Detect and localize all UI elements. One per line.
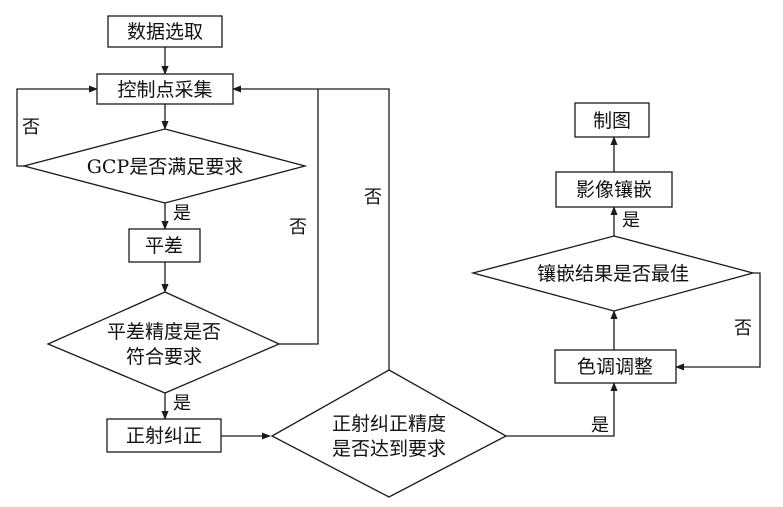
label-no-adjust: 否 [289, 217, 307, 238]
node-color-adjust: 色调调整 [554, 349, 677, 384]
connectors [16, 47, 761, 440]
label-no-ortho: 否 [364, 187, 382, 208]
label-no-gcp: 否 [22, 117, 40, 138]
edge-ortho-no-loop [232, 85, 390, 370]
node-ortho-check-line1: 正射纠正精度 [332, 413, 446, 435]
node-adjust-label: 平差 [145, 235, 183, 257]
node-mapping: 制图 [574, 102, 650, 138]
node-adjust: 平差 [128, 228, 201, 263]
node-gcp-collect-label: 控制点采集 [117, 79, 212, 101]
node-mapping-label: 制图 [593, 110, 631, 132]
node-mosaic-check-label: 镶嵌结果是否最佳 [537, 263, 689, 285]
label-yes-gcp: 是 [173, 203, 191, 224]
node-ortho-check-line2: 是否达到要求 [332, 438, 446, 460]
label-no-mosaic: 否 [734, 318, 752, 339]
label-yes-adjust: 是 [173, 393, 191, 414]
node-ortho-label: 正射纠正 [126, 425, 202, 447]
node-ortho: 正射纠正 [106, 418, 222, 453]
node-gcp-check: GCP是否满足要求 [21, 128, 308, 204]
node-gcp-check-label: GCP是否满足要求 [87, 156, 244, 178]
node-gcp-collect: 控制点采集 [96, 73, 234, 105]
node-mosaic: 影像镶嵌 [555, 171, 673, 208]
label-yes-ortho: 是 [591, 415, 609, 436]
edge-mosaic-no-loop [675, 272, 761, 371]
edge-ortho-yes [506, 382, 618, 437]
node-mosaic-label: 影像镶嵌 [576, 179, 652, 201]
node-ortho-check: 正射纠正精度 是否达到要求 [270, 369, 508, 498]
node-adjust-check-line2: 符合要求 [126, 346, 202, 368]
node-adjust-check-line1: 平差精度是否 [107, 321, 221, 343]
node-mosaic-check: 镶嵌结果是否最佳 [470, 235, 756, 312]
node-data-select-label: 数据选取 [127, 21, 203, 43]
label-yes-mosaic: 是 [622, 210, 640, 231]
edge-gcp-no-loop [16, 85, 98, 167]
node-adjust-check: 平差精度是否 符合要求 [46, 291, 281, 394]
node-color-adjust-label: 色调调整 [577, 356, 653, 378]
node-data-select: 数据选取 [107, 15, 223, 48]
edge-adjust-no-loop [279, 89, 319, 345]
